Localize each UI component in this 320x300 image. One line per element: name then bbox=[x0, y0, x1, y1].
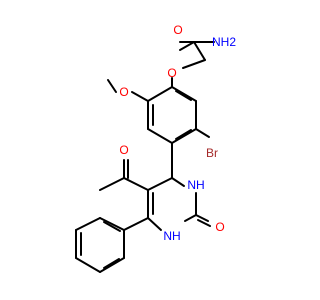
ring-nh-bottom-label: NH bbox=[163, 229, 180, 243]
bond-ar-3 bbox=[147, 128, 173, 144]
bond-ar-o-methoxy bbox=[131, 91, 149, 102]
amide-oxygen-label: O bbox=[173, 23, 182, 37]
methoxy-oxygen-label: O bbox=[119, 85, 128, 99]
bond-ar-br bbox=[195, 128, 210, 138]
bond-ph-2 bbox=[75, 217, 101, 231]
bond-acetyl-ch3 bbox=[99, 177, 125, 191]
bond-ph-1 bbox=[99, 217, 125, 231]
ring-nh-top-label: NH bbox=[187, 178, 204, 192]
bond-ring2-1 bbox=[171, 177, 185, 187]
bond-amide-c-ch2 bbox=[193, 41, 206, 61]
structure-canvas: O NH2 O O Br O NH NH O bbox=[0, 0, 300, 300]
bond-ar-4 bbox=[171, 128, 197, 144]
bond-ar-inner-2 bbox=[175, 129, 192, 140]
bond-ring2-6 bbox=[147, 177, 173, 191]
bond-ch2-o bbox=[182, 59, 206, 69]
bond-ph-inner-1 bbox=[103, 221, 121, 232]
ether-oxygen-label: O bbox=[167, 66, 176, 80]
atom-labels: O NH2 O O Br O NH NH O bbox=[119, 23, 236, 243]
acetyl-oxygen-label: O bbox=[119, 143, 128, 157]
bond-ph-5 bbox=[99, 257, 125, 273]
bond-methoxy-ch3 bbox=[107, 79, 117, 93]
bond-ar-inner-3 bbox=[175, 90, 192, 101]
urea-oxygen-label: O bbox=[215, 220, 224, 234]
bonds bbox=[75, 41, 215, 273]
bond-ph-inner-3 bbox=[103, 258, 120, 269]
bond-ring2-phenyl bbox=[123, 217, 149, 231]
bond-c-o-amide-2 bbox=[179, 41, 195, 51]
bond-urea-co-2 bbox=[197, 219, 211, 227]
background bbox=[0, 0, 300, 300]
molecule-structure: O NH2 O O Br O NH NH O bbox=[0, 0, 300, 300]
bond-urea-co-1 bbox=[195, 214, 209, 222]
bromine-label: Br bbox=[206, 146, 218, 160]
bond-ring2-4 bbox=[147, 217, 162, 231]
bond-ar-6 bbox=[171, 86, 197, 102]
bond-acetyl-attach bbox=[123, 177, 149, 191]
bond-ph-4 bbox=[75, 257, 101, 273]
amide-nitrogen-label: NH2 bbox=[212, 35, 236, 49]
bond-ring2-3 bbox=[184, 214, 197, 222]
bond-ar-1 bbox=[147, 86, 173, 102]
